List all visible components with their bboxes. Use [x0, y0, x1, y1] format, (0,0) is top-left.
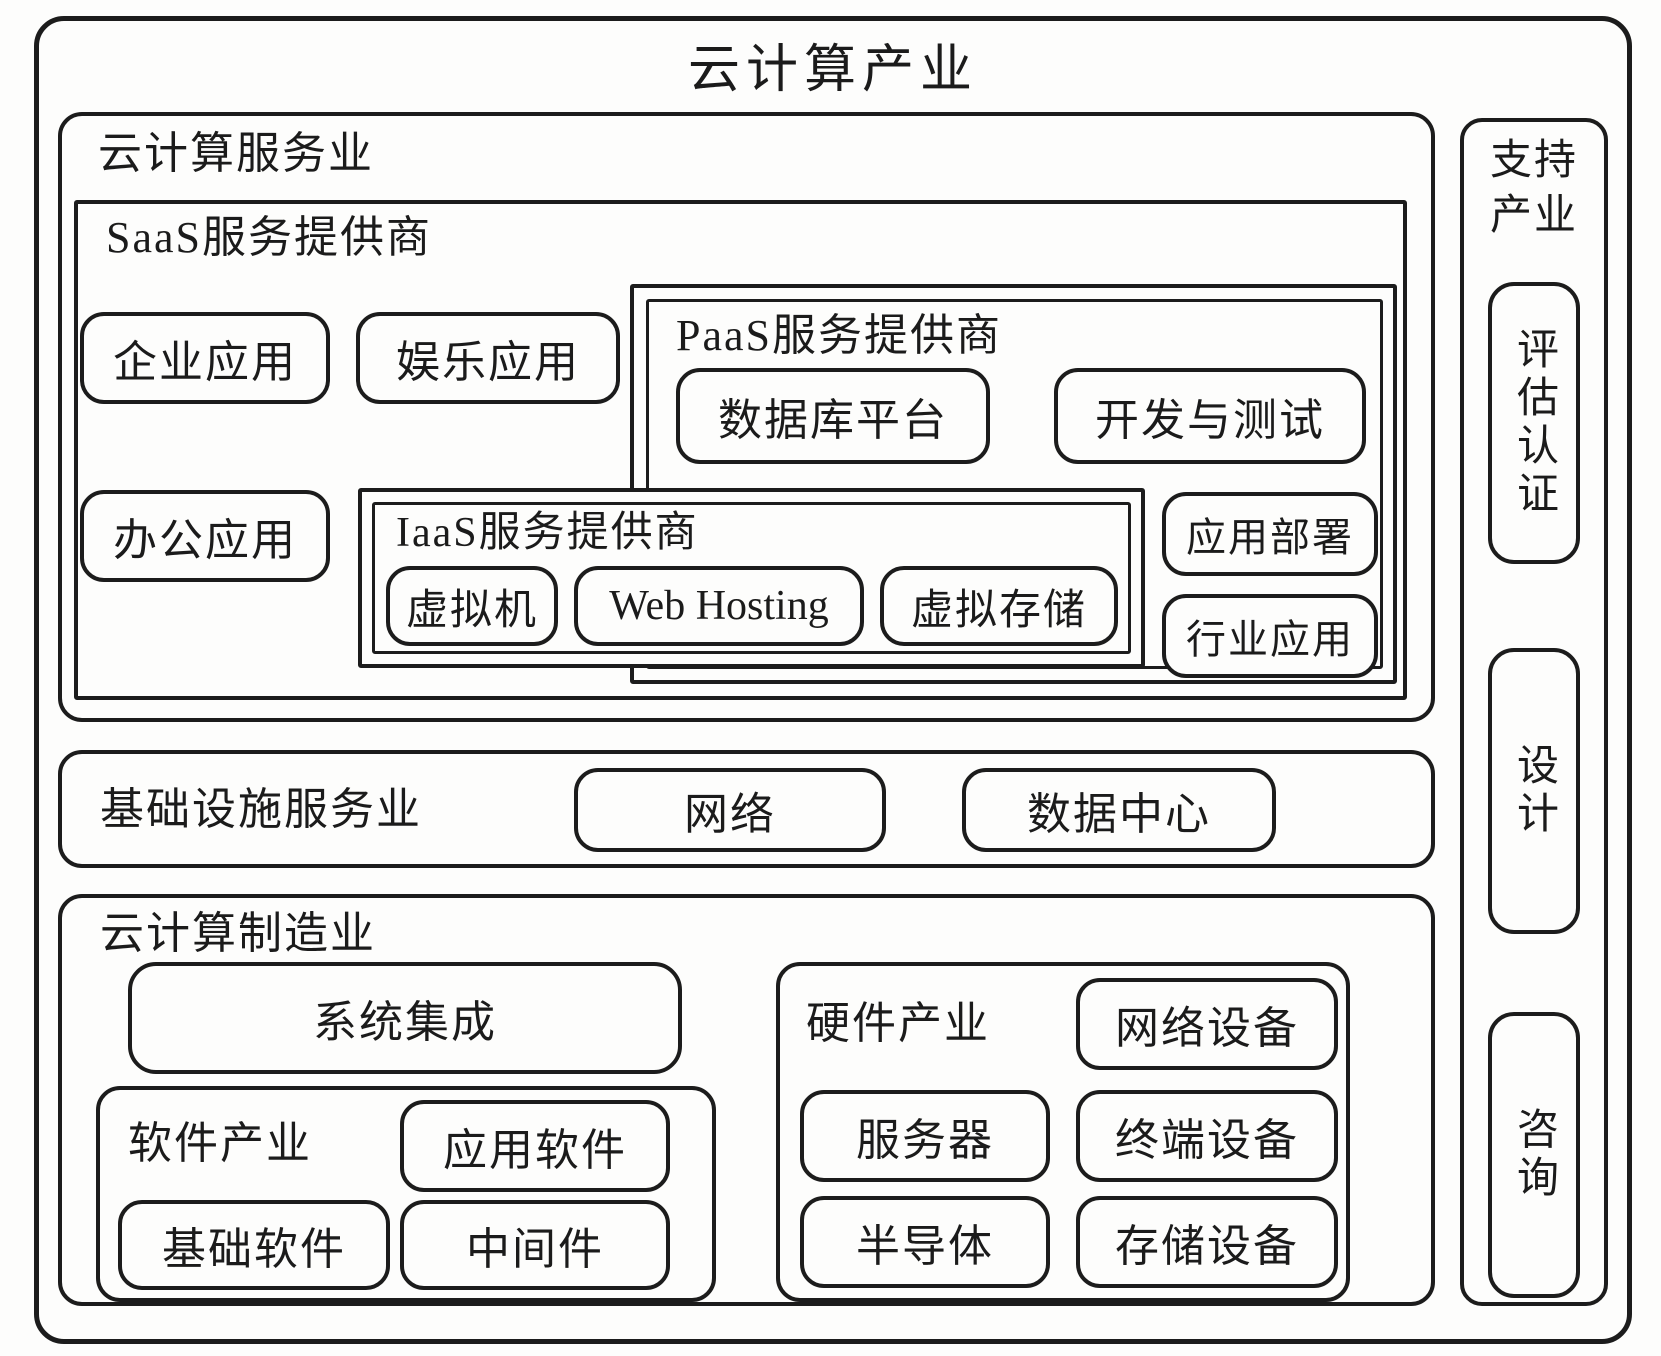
pill-database-platform: 数据库平台 [676, 368, 990, 464]
saas-label: SaaS服务提供商 [106, 213, 432, 262]
paas-box-outer [630, 284, 1397, 684]
pill-system-integration: 系统集成 [128, 962, 682, 1074]
pill-virtual-machine: 虚拟机 [386, 566, 558, 646]
manufacturing-industry-box [58, 894, 1435, 1306]
pill-basic-software: 基础软件 [118, 1200, 390, 1290]
pill-industry-apps: 行业应用 [1162, 594, 1378, 678]
pill-office-apps: 办公应用 [80, 490, 330, 582]
saas-box [74, 200, 1407, 700]
pill-app-deployment: 应用部署 [1162, 492, 1378, 576]
infrastructure-industry-label: 基础设施服务业 [100, 785, 422, 834]
pill-semiconductor: 半导体 [800, 1196, 1050, 1288]
hardware-industry-box [776, 962, 1350, 1302]
pill-server: 服务器 [800, 1090, 1050, 1182]
manufacturing-industry-label: 云计算制造业 [100, 909, 376, 958]
outer-frame [34, 16, 1632, 1344]
pill-web-hosting: Web Hosting [574, 566, 864, 646]
hardware-industry-label: 硬件产业 [806, 999, 990, 1048]
pill-storage-equipment: 存储设备 [1076, 1196, 1338, 1288]
support-industry-box [1460, 118, 1608, 1306]
pill-terminal-equipment: 终端设备 [1076, 1090, 1338, 1182]
infrastructure-industry-box [58, 750, 1435, 868]
software-industry-box [96, 1086, 716, 1302]
pill-consulting: 咨询 [1488, 1012, 1580, 1298]
diagram-title: 云计算产业 [687, 42, 978, 99]
pill-middleware: 中间件 [400, 1200, 670, 1290]
pill-design: 设计 [1488, 648, 1580, 934]
paas-label: PaaS服务提供商 [676, 311, 1002, 360]
pill-data-center: 数据中心 [962, 768, 1276, 852]
iaas-box-inner [372, 502, 1131, 654]
pill-network: 网络 [574, 768, 886, 852]
pill-virtual-storage: 虚拟存储 [880, 566, 1118, 646]
service-industry-label: 云计算服务业 [98, 129, 374, 178]
pill-dev-and-test: 开发与测试 [1054, 368, 1366, 464]
pill-network-equipment: 网络设备 [1076, 978, 1338, 1070]
iaas-label: IaaS服务提供商 [396, 510, 699, 556]
pill-enterprise-apps: 企业应用 [80, 312, 330, 404]
pill-evaluation-certification: 评估认证 [1488, 282, 1580, 564]
pill-entertainment-apps: 娱乐应用 [356, 312, 620, 404]
software-industry-label: 软件产业 [128, 1119, 312, 1168]
pill-application-software: 应用软件 [400, 1100, 670, 1192]
service-industry-box [58, 112, 1435, 722]
support-industry-label: 支持产业 [1489, 138, 1578, 239]
